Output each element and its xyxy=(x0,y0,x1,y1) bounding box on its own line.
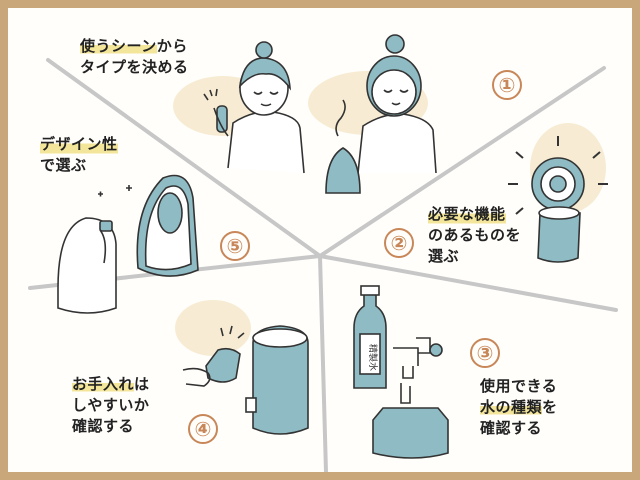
section-4-text: お手入れは しやすいか 確認する xyxy=(72,374,150,437)
section-3-text: 使用できる 水の種類を 確認する xyxy=(480,376,558,439)
section-1-line-2: タイプを決める xyxy=(80,58,189,76)
bottle-label: 精製水 xyxy=(367,344,379,371)
section-4-highlight: お手入れ xyxy=(72,375,135,393)
section-4-line-2: しやすいか xyxy=(72,396,150,414)
section-2-text: 必要な機能 のあるものを 選ぶ xyxy=(428,204,521,267)
section-1-line-1: 使うシーンから xyxy=(80,37,188,55)
section-5-text: デザイン性 で選ぶ xyxy=(40,134,118,176)
section-5-line-2: で選ぶ xyxy=(40,156,87,174)
section-number-2: ② xyxy=(384,228,414,258)
section-1-text: 使うシーンから タイプを決める xyxy=(80,36,189,78)
desktop-fan-humidifier xyxy=(508,136,608,263)
purified-water-bottle-and-tap xyxy=(353,285,449,459)
section-2-line-3: 選ぶ xyxy=(428,247,460,265)
design-humidifiers xyxy=(57,174,199,314)
section-3-line-2: 水の種類を xyxy=(480,398,558,416)
person-with-steam-humidifier xyxy=(325,34,437,194)
humidifier-tank-with-cap xyxy=(182,325,309,435)
section-number-1: ① xyxy=(492,70,522,100)
section-3-line-1: 使用できる xyxy=(480,377,558,395)
section-3-highlight: 水の種類 xyxy=(480,398,543,416)
section-1-highlight: 使うシーン xyxy=(80,37,157,55)
section-3-line-3: 確認する xyxy=(480,419,543,437)
beige-blob xyxy=(175,300,251,356)
section-4-line-3: 確認する xyxy=(72,417,135,435)
illustration-canvas: 精製水 xyxy=(28,34,618,472)
section-2-line-2: のあるものを xyxy=(428,226,522,244)
section-4-line-1: お手入れは xyxy=(72,375,150,393)
section-5-line-1: デザイン性 xyxy=(40,134,118,155)
section-number-5: ⑤ xyxy=(220,231,250,261)
section-2-line-1: 必要な機能 xyxy=(428,204,506,225)
section-number-3: ③ xyxy=(470,338,500,368)
section-number-4: ④ xyxy=(188,414,218,444)
person-with-handheld-humidifier xyxy=(203,41,305,174)
